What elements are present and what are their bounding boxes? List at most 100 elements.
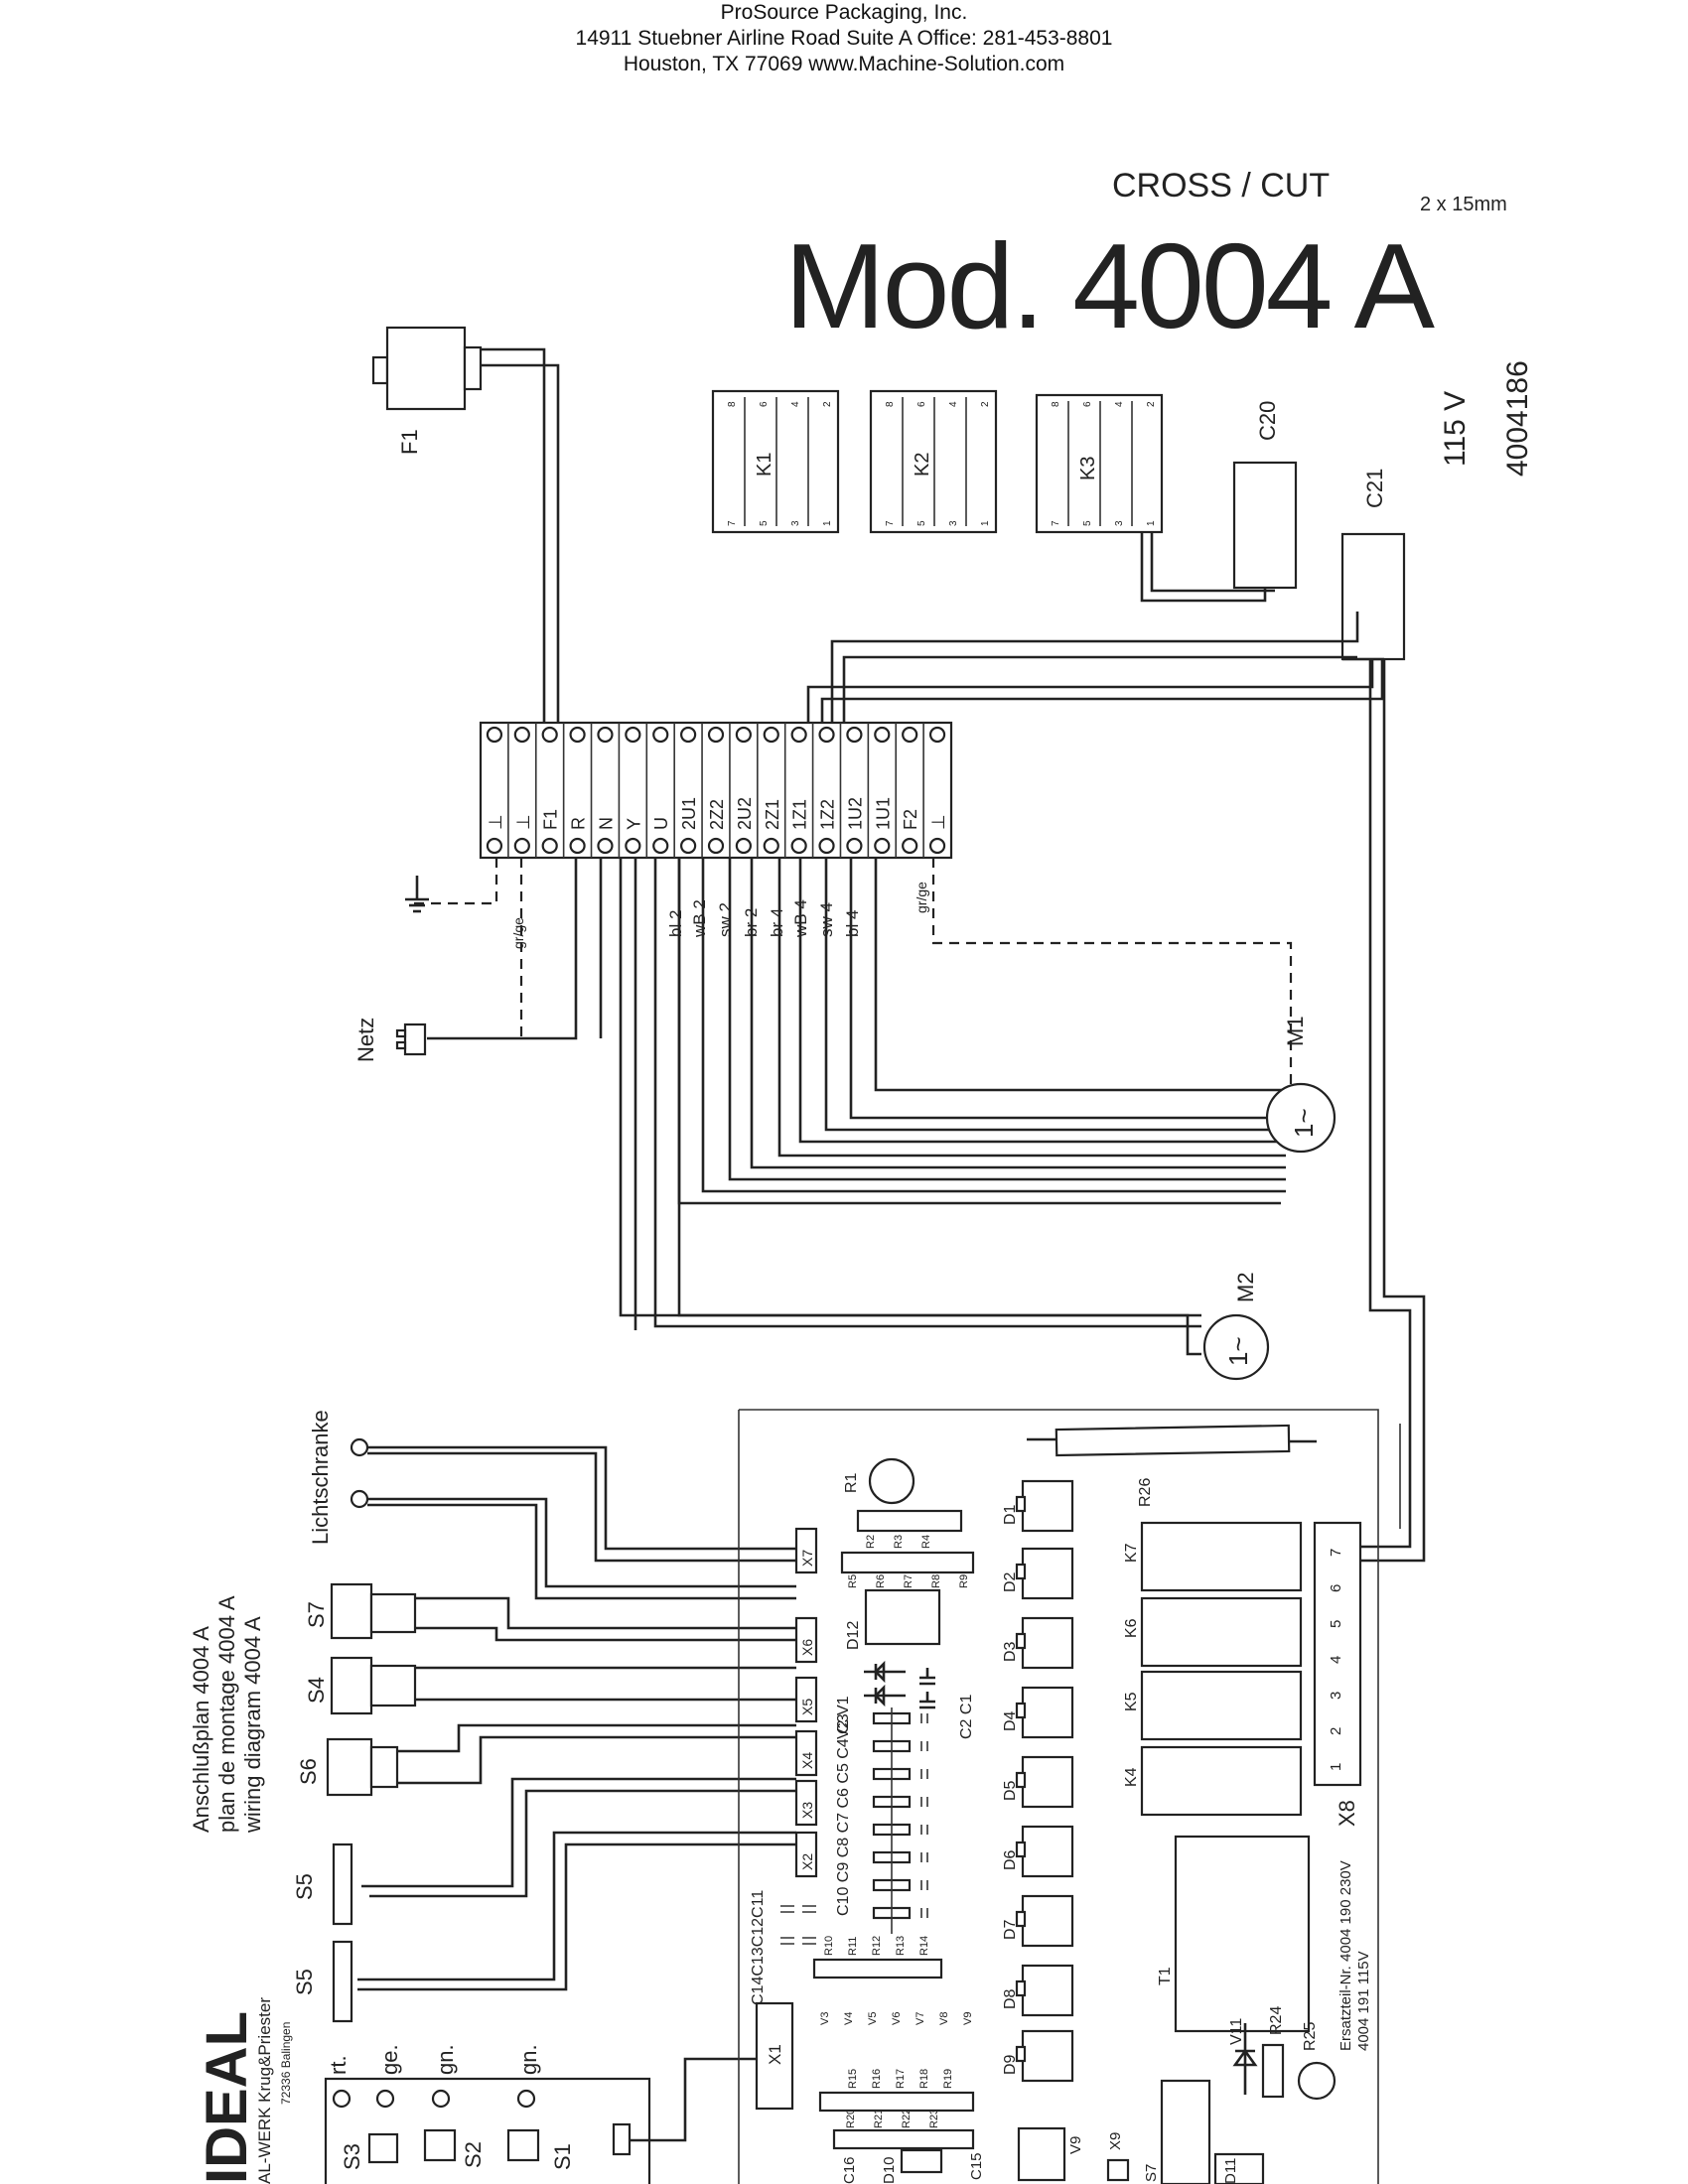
terminal-x8-pin: 2 xyxy=(1328,1727,1344,1735)
component-v9-label: V9 xyxy=(1067,2136,1084,2154)
ground-symbol xyxy=(405,876,429,913)
terminal-screw xyxy=(846,837,863,855)
connector xyxy=(794,1779,818,1827)
fuse-f1-label: F1 xyxy=(397,429,422,455)
terminal-screw xyxy=(652,837,669,855)
connector xyxy=(794,1729,818,1777)
switch-s5-lower xyxy=(332,1940,353,2023)
terminal-label: Y xyxy=(624,818,643,830)
brand-logo: IDEAL xyxy=(195,2011,259,2184)
transistor-label: V4 xyxy=(843,2012,855,2025)
panel-connector xyxy=(612,2122,632,2156)
terminal-label: 2Z1 xyxy=(763,799,782,830)
relay-pin-label: 6 xyxy=(916,401,927,407)
board-relay-label: K5 xyxy=(1123,1692,1140,1711)
transistor-label: V8 xyxy=(938,2012,950,2025)
board-relay xyxy=(1140,1596,1303,1668)
terminal-x8-pin: 6 xyxy=(1328,1584,1344,1592)
board-diode-label: D5 xyxy=(1002,1780,1019,1801)
resistor-r26-label: R26 xyxy=(1137,1478,1154,1507)
terminal-label: ⊥ xyxy=(513,814,533,830)
relay-pin-label: 3 xyxy=(1114,520,1125,526)
ic-d12 xyxy=(864,1588,941,1646)
spare-part-230v: Ersatzteil-Nr. 4004 190 230V xyxy=(1337,1860,1354,2051)
company-name: ProSource Packaging, Inc. xyxy=(720,1,968,24)
board-relay xyxy=(1140,1521,1303,1592)
diode-d11-label: D11 xyxy=(1222,2158,1239,2184)
board-diode xyxy=(1021,1755,1074,1809)
resistor-label: R11 xyxy=(847,1937,859,1956)
brand-city: 72336 Balingen xyxy=(279,2022,293,2105)
relay-pin-label: 4 xyxy=(790,401,801,407)
terminal-label: N xyxy=(596,817,616,830)
transistor-label: V3 xyxy=(819,2012,831,2025)
switch-s4-label: S4 xyxy=(304,1677,329,1704)
relay-k3: K3 xyxy=(1035,393,1164,534)
switch-s5-upper xyxy=(332,1843,353,1926)
terminal-x8-pin: 4 xyxy=(1328,1656,1344,1664)
motor-m1-label: M1 xyxy=(1283,1016,1308,1046)
subtitle-cross-cut: CROSS / CUT xyxy=(1112,167,1330,205)
led-gn1-label: gn. xyxy=(433,2044,458,2075)
wire-color-label: bl 4 xyxy=(843,910,862,937)
resistor-r24 xyxy=(1261,2043,1285,2099)
relay-k2-label: K2 xyxy=(912,453,933,477)
capacitor-ladder xyxy=(872,1707,928,1934)
jumper-x9-label: X9 xyxy=(1107,2132,1124,2150)
brand-maker: AL-WERK Krug&Priester xyxy=(255,1997,274,2184)
board-diode-label: D3 xyxy=(1002,1641,1019,1662)
button-s3-label: S3 xyxy=(340,2143,364,2170)
terminal-label: ⊥ xyxy=(486,814,505,830)
relay-k2: K2 xyxy=(869,389,998,534)
switch-s6 xyxy=(326,1723,796,1797)
company-address: 14911 Stuebner Airline Road Suite A Offi… xyxy=(575,27,1113,50)
terminal-screw xyxy=(874,837,891,855)
capacitor-c20 xyxy=(1232,461,1298,590)
terminal-screw xyxy=(680,726,697,744)
resistor-label: R13 xyxy=(895,1936,907,1956)
motor-m2-symbol: 1~ xyxy=(1223,1336,1253,1366)
component-v9 xyxy=(1017,2126,1066,2182)
board-diode-label: D4 xyxy=(1002,1710,1019,1731)
board-diode xyxy=(1021,1616,1074,1670)
terminal-screw xyxy=(902,726,918,744)
relay-pin-label: 5 xyxy=(759,520,770,526)
terminal-screw xyxy=(513,726,530,744)
capacitor-c1-c2 xyxy=(919,1668,935,1709)
board-diode-label: D7 xyxy=(1002,1919,1019,1940)
capacitor-ladder-label: C10 C9 C8 C7 C6 C5 C4 C3 xyxy=(835,1713,852,1916)
terminal-screw xyxy=(486,726,503,744)
board-diode-label: D9 xyxy=(1002,2054,1019,2075)
cut-size: 2 x 15mm xyxy=(1420,194,1507,215)
wire-color-label: wB 2 xyxy=(690,899,709,938)
switch-s4 xyxy=(330,1656,796,1715)
resistor-label: R14 xyxy=(918,1936,930,1956)
connector xyxy=(794,1616,818,1664)
button-s3[interactable] xyxy=(367,2132,399,2164)
button-s2[interactable] xyxy=(423,2128,457,2162)
led-gn2-label: gn. xyxy=(516,2044,541,2075)
terminal-screw xyxy=(790,837,807,855)
part-number: 4004186 xyxy=(1501,360,1534,477)
switch-s5-lower-label: S5 xyxy=(292,1969,317,1995)
connector-x1 xyxy=(755,2001,794,2111)
transistor-label: V5 xyxy=(867,2012,879,2025)
spare-part-115v: 4004 191 115V xyxy=(1355,1951,1372,2051)
terminal-screw xyxy=(569,726,586,744)
resistor-array-2 xyxy=(840,1551,975,1574)
terminal-screw xyxy=(513,837,530,855)
relay-pin-label: 2 xyxy=(980,401,991,407)
button-s1[interactable] xyxy=(506,2128,540,2162)
resistor-label: R3 xyxy=(893,1535,905,1549)
led-gn2 xyxy=(516,2089,536,2109)
relay-pin-label: 7 xyxy=(1051,520,1061,526)
connector-label: X7 xyxy=(799,1550,815,1567)
switch-s7 xyxy=(330,1582,796,1642)
button-s1-label: S1 xyxy=(550,2143,575,2170)
resistor-label: R20 xyxy=(845,2109,857,2128)
relay-pin-label: 5 xyxy=(1082,520,1093,526)
transistor-label: V7 xyxy=(914,2012,926,2025)
